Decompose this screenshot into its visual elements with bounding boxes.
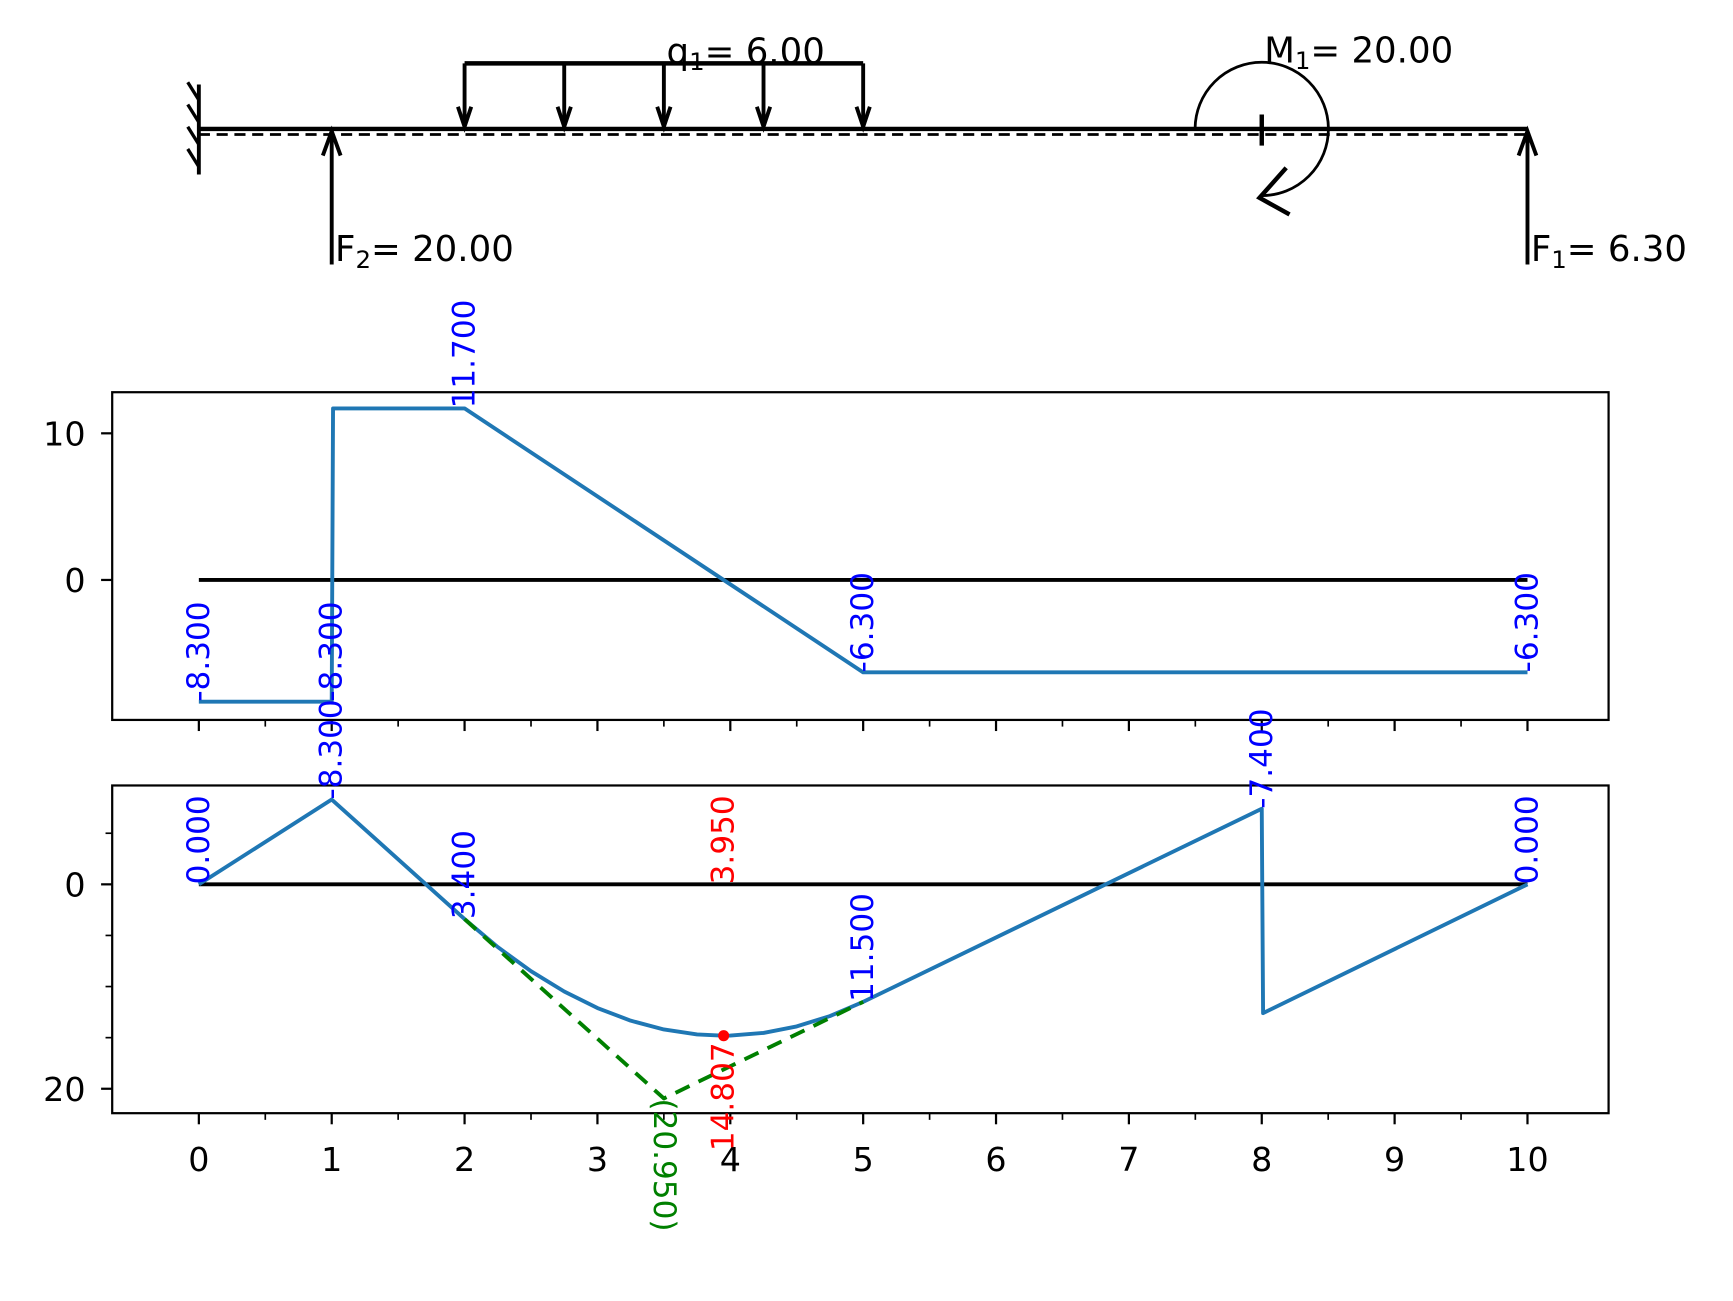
moment-xtick-label: 4 [720, 1140, 741, 1179]
moment-series-tangents [463, 917, 865, 1101]
support-hatch [186, 125, 201, 146]
load-value: = 6.00 [705, 31, 825, 72]
load-value: = 20.00 [1310, 30, 1453, 71]
moment-xtick-label: 7 [1118, 1140, 1139, 1179]
shear-value-label: -6.300 [845, 572, 881, 672]
load-label: M1= 20.00 [1264, 30, 1453, 75]
moment-xtick-label: 9 [1384, 1140, 1405, 1179]
shear-value-label: -6.300 [1509, 572, 1545, 672]
shear-ytick-label: 10 [43, 415, 85, 454]
load-symbol: F [1531, 229, 1551, 270]
moment-ytick-label: 20 [43, 1070, 85, 1109]
moment-value-label: 0.000 [1509, 795, 1545, 884]
moment-arrowhead [1256, 166, 1291, 217]
arrowhead-down-icon [755, 106, 773, 133]
load-value: = 20.00 [371, 229, 514, 270]
load-label: F2= 20.00 [335, 229, 514, 274]
load-symbol: q [667, 31, 690, 72]
shear-value-label: -8.300 [181, 601, 217, 701]
moment-xtick-label: 3 [587, 1140, 608, 1179]
load-symbol: M [1264, 30, 1295, 71]
max-moment-label: 14.807 [706, 1042, 742, 1151]
arrowhead-down-icon [456, 106, 474, 133]
load-subscript: 2 [355, 245, 371, 274]
support-hatch [186, 81, 201, 101]
moment-value-label: 3.950 [706, 795, 742, 884]
moment-arc [1193, 60, 1330, 197]
load-symbol: F [335, 229, 355, 270]
moment-diagram: 0 1 2 3 4 5 6 7 8 9 10 0 20 0.000 -8.300 3.400 11.500 -7.… [43, 699, 1610, 1232]
arrowhead-down-icon [854, 106, 872, 133]
support-hatch [186, 103, 201, 124]
load-label: q1= 6.00 [667, 31, 825, 76]
load-label: F1= 6.30 [1531, 229, 1687, 274]
moment-value-label: -8.300 [314, 699, 350, 799]
shear-diagram: 10 0 -8.300 -8.300 11.700 -6.300 -6.300 [43, 300, 1610, 732]
moment-value-label: 0.000 [181, 795, 217, 884]
max-moment-point [718, 1030, 730, 1042]
shear-ytick-label: 0 [64, 561, 85, 600]
moment-value-label: 11.500 [845, 893, 881, 1002]
moment-axes-frame [111, 784, 1610, 1115]
force-F2-arrowhead [320, 125, 343, 157]
moment-xtick-label: 1 [321, 1140, 342, 1179]
moment-xtick-label: 8 [1251, 1140, 1272, 1179]
shear-value-label: 11.700 [447, 300, 483, 409]
support-hatch [186, 148, 201, 168]
moment-xtick-label: 10 [1506, 1140, 1548, 1179]
shear-series-shear [198, 406, 1528, 704]
load-value: = 6.30 [1567, 229, 1687, 270]
arrowhead-down-icon [655, 106, 673, 133]
arrowhead-down-icon [555, 106, 573, 133]
load-subscript: 1 [1551, 245, 1567, 274]
moment-value-label: -7.400 [1244, 708, 1280, 808]
load-subscript: 1 [1295, 46, 1311, 75]
shear-axes-frame [111, 391, 1610, 722]
moment-ytick-label: 0 [64, 866, 85, 905]
moment-xtick-label: 2 [454, 1140, 475, 1179]
moment-xtick-label: 6 [985, 1140, 1006, 1179]
shear-value-label: -8.300 [314, 601, 350, 701]
force-F1-arrowhead [1516, 125, 1539, 157]
moment-value-label: 3.400 [447, 830, 483, 919]
load-subscript: 1 [689, 47, 705, 76]
moment-xtick-label: 5 [853, 1140, 874, 1179]
moment-xtick-label: 0 [188, 1140, 209, 1179]
tangent-peak-label: (20.950) [646, 1098, 682, 1231]
